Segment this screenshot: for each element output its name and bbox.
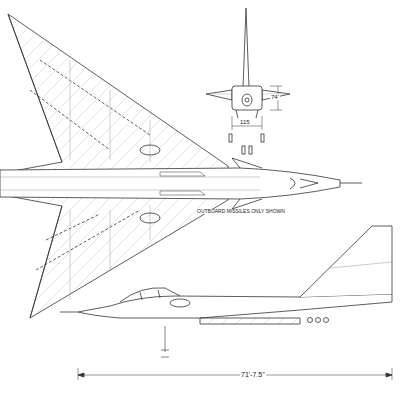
front-view: [206, 8, 290, 154]
dimension-text: 71'-7.5": [240, 371, 266, 378]
dimension-text: 74': [270, 94, 280, 100]
note-text: OUTBOARD MISSILES ONLY SHOWN: [196, 209, 286, 214]
dimension-text: 115: [239, 119, 251, 125]
plan-view: [0, 14, 362, 318]
side-view: [60, 226, 392, 380]
